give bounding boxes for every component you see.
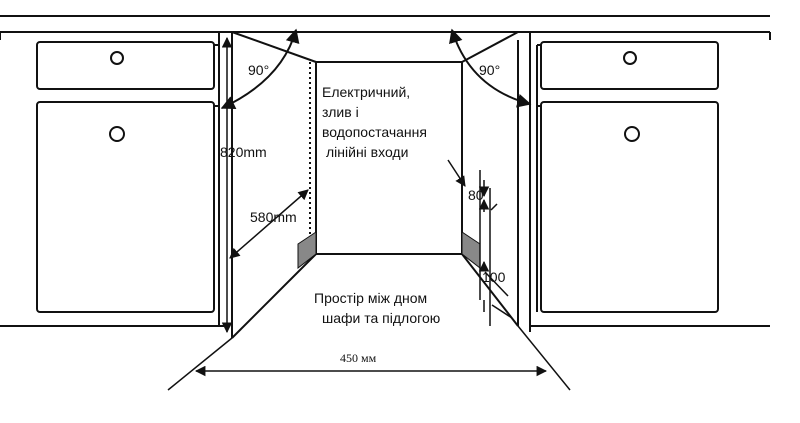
- dim-80-label: 80: [468, 187, 484, 203]
- right-cabinet: [517, 32, 771, 332]
- left-cabinet: [0, 32, 233, 338]
- inputs-label-line1: Електричний,: [322, 84, 410, 100]
- right-door-swing: [449, 28, 532, 108]
- right-drawer: [540, 41, 719, 90]
- floor-label-line1: Простір між дном: [314, 290, 427, 306]
- right-drawer-knob: [623, 51, 637, 65]
- left-drawer: [36, 41, 215, 90]
- height-label: 820mm: [220, 144, 267, 160]
- right-door: [540, 101, 719, 313]
- small-dimensions: [478, 170, 513, 326]
- inputs-label-line3: водопостачання: [322, 124, 427, 140]
- left-drawer-knob: [110, 51, 124, 65]
- depth-dimension: [229, 189, 309, 259]
- angle-right-label: 90°: [479, 62, 500, 78]
- angle-left-label: 90°: [248, 62, 269, 78]
- inputs-pointer: [447, 159, 466, 187]
- right-door-knob: [624, 126, 640, 142]
- countertop: [0, 15, 770, 33]
- depth-label: 580mm: [250, 209, 297, 225]
- dim-100-label: 100: [482, 269, 506, 285]
- left-door-knob: [109, 126, 125, 142]
- floor-label-line2: шафи та підлогою: [322, 310, 440, 326]
- left-door-swing: [220, 28, 300, 110]
- floor-shading: [297, 231, 481, 270]
- left-door: [36, 101, 215, 313]
- width-label: 450 мм: [340, 351, 377, 365]
- width-dimension: [167, 325, 571, 391]
- inputs-label-line4: лінійні входи: [326, 144, 408, 160]
- inputs-label-line2: злив і: [322, 104, 359, 120]
